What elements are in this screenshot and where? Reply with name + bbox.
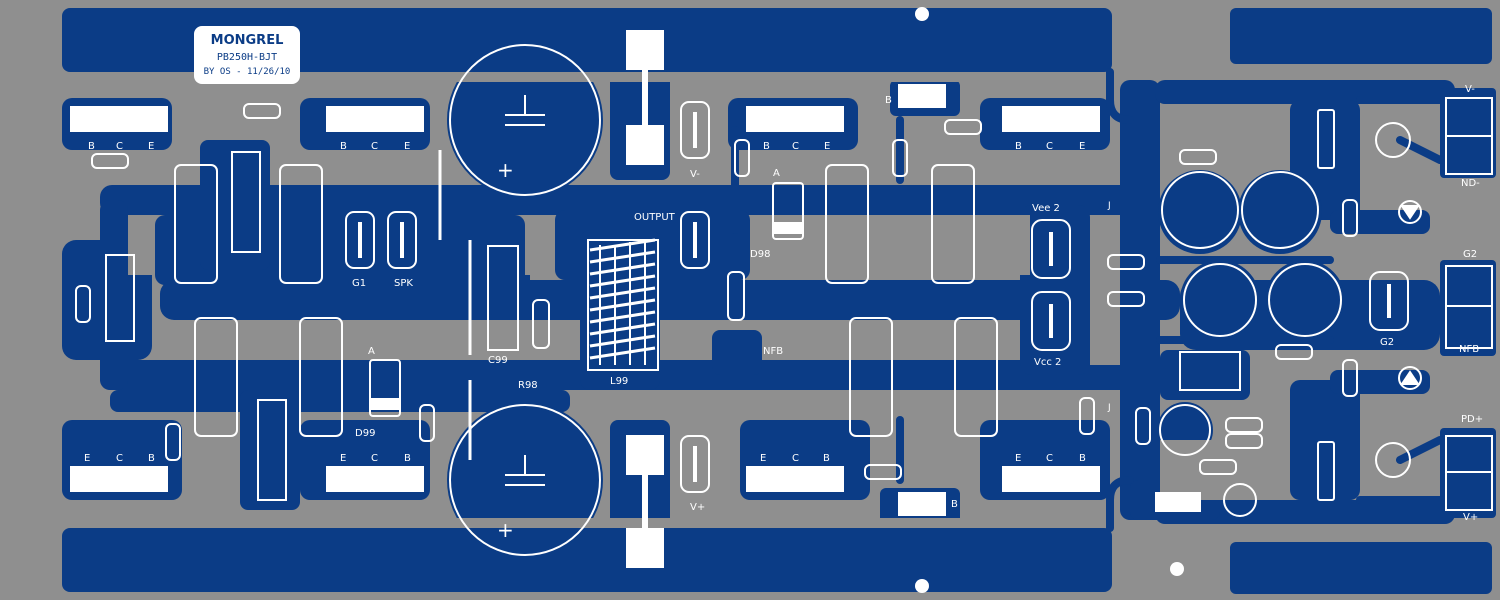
component-labels: G1 SPK OUTPUT D98 NFB C99 R98 L99 D99 V-… xyxy=(352,95,1394,542)
pin-c-label: C xyxy=(1046,453,1053,464)
mounting-hole-corner xyxy=(1170,562,1184,576)
pin-b-label: B xyxy=(1015,141,1022,152)
connector-2-bottom: NFB xyxy=(1459,344,1479,355)
board-model: PB250H-BJT xyxy=(217,52,277,63)
label-c99: C99 xyxy=(488,355,508,366)
label-d98: D98 xyxy=(750,249,770,260)
label-r98: R98 xyxy=(518,380,538,391)
pin-e-label: E xyxy=(824,141,830,152)
mounting-hole-top xyxy=(915,7,929,21)
pin-e-label: E xyxy=(1015,453,1021,464)
pin-c-label: C xyxy=(371,141,378,152)
plus-mark-cap-top: + xyxy=(497,158,514,182)
label-g2: G2 xyxy=(1380,337,1394,348)
pin-b-label: B xyxy=(823,453,830,464)
connector-3-top: PD+ xyxy=(1461,414,1483,425)
silkscreen xyxy=(70,26,1493,568)
pin-e-label: E xyxy=(404,141,410,152)
pin-c-label: C xyxy=(792,141,799,152)
j-mark-top: J xyxy=(1107,201,1111,211)
pin-c-label: C xyxy=(792,453,799,464)
plus-mark-cap-bottom: + xyxy=(497,518,514,542)
label-spk: SPK xyxy=(394,278,413,289)
title-block: MONGREL PB250H-BJT BY OS - 11/26/10 xyxy=(204,33,291,77)
label-v-minus: V- xyxy=(690,169,700,180)
pin-b-label: B xyxy=(1079,453,1086,464)
label-v-plus: V+ xyxy=(690,502,705,513)
pin-b-label: B xyxy=(340,141,347,152)
pin-e-label: E xyxy=(148,141,154,152)
pin-c-label: C xyxy=(116,453,123,464)
anode-mark-d99: A xyxy=(368,346,375,357)
pin-c-label: C xyxy=(116,141,123,152)
label-d99: D99 xyxy=(355,428,375,439)
pin-b-label: B xyxy=(88,141,95,152)
pin-b-label: B xyxy=(404,453,411,464)
anode-mark-d98: A xyxy=(773,168,780,179)
pin-c-label: C xyxy=(371,453,378,464)
pin-c-label: C xyxy=(1046,141,1053,152)
title-plate xyxy=(194,26,300,84)
mounting-holes xyxy=(915,7,1184,593)
pin-e-label: E xyxy=(340,453,346,464)
pin-e-label: E xyxy=(84,453,90,464)
b-mark-bottom: B xyxy=(951,499,958,510)
thin-traces xyxy=(731,68,1444,532)
mounting-hole-bottom xyxy=(915,579,929,593)
main-cap-top xyxy=(449,44,601,196)
connector-1-top: V- xyxy=(1465,84,1475,95)
pin-e-label: E xyxy=(760,453,766,464)
connector-2-top: G2 xyxy=(1463,249,1477,260)
connector-labels: V- ND- G2 NFB PD+ V+ xyxy=(1459,84,1483,523)
board-credit: BY OS - 11/26/10 xyxy=(204,67,291,77)
label-l99: L99 xyxy=(610,376,628,387)
label-vee2: Vee 2 xyxy=(1032,203,1060,214)
connector-1-bottom: ND- xyxy=(1461,178,1480,189)
pin-b-label: B xyxy=(763,141,770,152)
label-g1: G1 xyxy=(352,278,366,289)
label-output: OUTPUT xyxy=(634,212,676,223)
b-mark-top: B xyxy=(885,95,892,106)
pin-labels-upper: B C E B C E B C E B C E xyxy=(88,141,1085,152)
label-nfb: NFB xyxy=(763,346,783,357)
pin-b-label: B xyxy=(148,453,155,464)
board-title: MONGREL xyxy=(211,33,284,48)
connector-3-bottom: V+ xyxy=(1463,512,1478,523)
pin-labels-lower: E C B E C B E C B E C B xyxy=(84,453,1086,464)
j-mark-bottom: J xyxy=(1107,403,1111,413)
label-vcc2: Vcc 2 xyxy=(1034,357,1061,368)
pin-e-label: E xyxy=(1079,141,1085,152)
main-cap-bottom xyxy=(449,404,601,556)
